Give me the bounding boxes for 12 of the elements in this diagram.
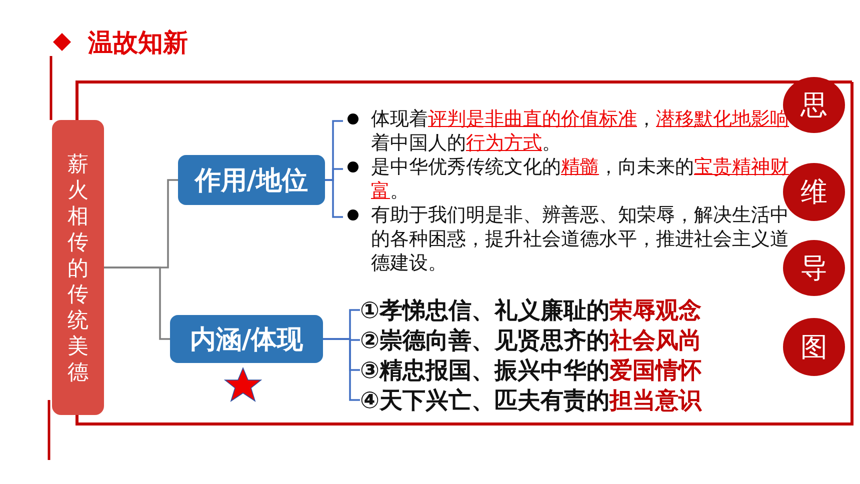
bracket-connector <box>325 179 343 218</box>
bracket-connector <box>323 338 360 401</box>
bracket-connector <box>104 266 170 340</box>
title-circle: 图 <box>783 318 845 376</box>
category-box: 作用/地位 <box>178 155 325 205</box>
list-item: ③精忠报国、振兴中华的爱国情怀 <box>360 356 760 386</box>
list-item: ④天下兴亡、匹夫有责的担当意识 <box>360 386 760 416</box>
topic-box: 薪火相传的传统美德 <box>52 120 104 415</box>
category-box: 内涵/体现 <box>170 315 323 363</box>
list-item: ②崇德向善、见贤思齐的社会风尚 <box>360 326 760 356</box>
title: 温故知新 <box>88 27 188 59</box>
list-item: ①孝悌忠信、礼义廉耻的荣辱观念 <box>360 296 760 326</box>
